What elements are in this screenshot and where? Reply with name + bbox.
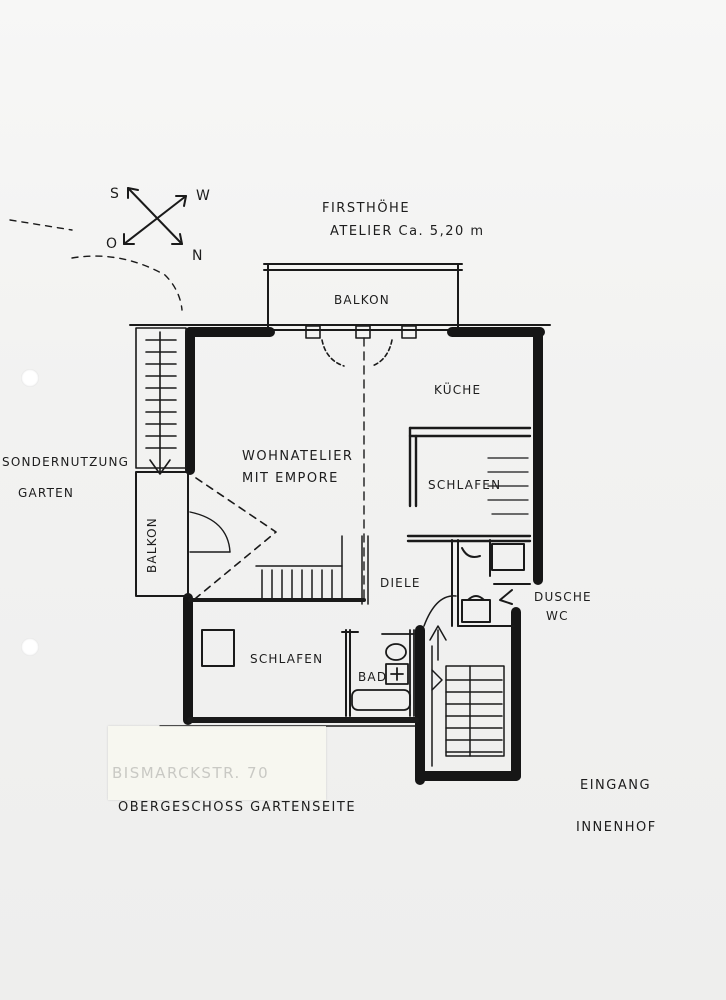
ridge-height-value: ATELIER Ca. 5,20 m: [330, 224, 485, 239]
stair-entrance: [423, 595, 505, 767]
shower-wc: [451, 539, 531, 627]
living-room-label: WOHNATELIER: [242, 449, 354, 464]
compass-w-label: W: [196, 188, 212, 204]
kitchen-label: KÜCHE: [434, 383, 482, 397]
living-room-sub-label: MIT EMPORE: [242, 471, 339, 486]
courtyard-label: INNENHOF: [576, 820, 657, 835]
stair-left: [135, 327, 187, 475]
tape-strip: [108, 726, 326, 800]
bedroom-bottom: [201, 629, 359, 717]
garden-use-label: SONDERNUTZUNG: [2, 455, 130, 469]
bedroom-bottom-label: SCHLAFEN: [250, 652, 324, 666]
compass-o-label: O: [106, 236, 119, 252]
compass-n-label: N: [192, 248, 204, 264]
compass-s-label: S: [110, 186, 121, 202]
bath-label: BAD: [358, 670, 388, 684]
floor-title: OBERGESCHOSS GARTENSEITE: [118, 800, 357, 815]
punch-hole-top: [21, 369, 39, 387]
bedroom-right-label: SCHLAFEN: [428, 478, 502, 492]
tape-note: BISMARCKSTR. 70: [112, 764, 270, 782]
balcony-top-label: BALKON: [334, 293, 390, 307]
bedroom-right-walls: [406, 426, 532, 543]
ridge-height-label: FIRSTHÖHE: [322, 201, 411, 216]
balcony-left-label: BALKON: [145, 517, 159, 573]
hall-label: DIELE: [380, 576, 421, 590]
balcony-left: [135, 471, 231, 597]
compass-rose: [123, 187, 187, 245]
entrance-label: EINGANG: [580, 778, 652, 793]
wc-label: WC: [546, 609, 569, 623]
garden-label: GARTEN: [18, 486, 75, 500]
stair-center: [255, 535, 369, 605]
shower-label: DUSCHE: [534, 590, 592, 604]
outer-walls: [183, 327, 545, 785]
bathroom: [351, 629, 415, 717]
balcony-top: [263, 263, 463, 331]
punch-hole-bottom: [21, 638, 39, 656]
